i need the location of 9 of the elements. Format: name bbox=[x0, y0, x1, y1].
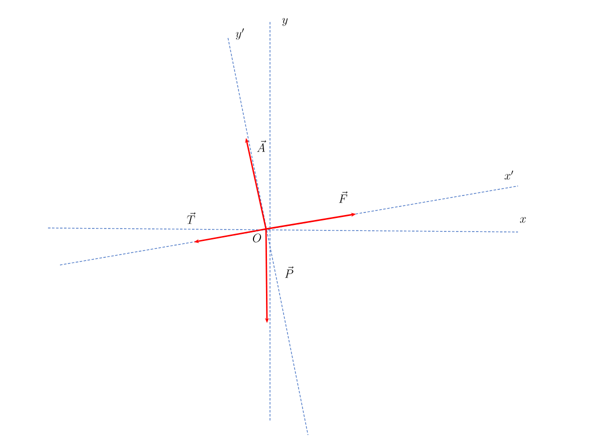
axis-label: $x$ bbox=[520, 217, 526, 223]
axis-label: $\vec{T}$ bbox=[187, 212, 196, 224]
axis-label: $\vec{F}$ bbox=[338, 191, 348, 203]
axis-label: $x'$ bbox=[504, 170, 514, 180]
axis-label: $y'$ bbox=[236, 28, 244, 40]
axis-label: $O$ bbox=[252, 234, 262, 242]
axis-label: $\vec{P}$ bbox=[284, 266, 294, 278]
axis-label: $\vec{A}$ bbox=[257, 140, 266, 152]
axis-label: $y$ bbox=[282, 18, 288, 26]
